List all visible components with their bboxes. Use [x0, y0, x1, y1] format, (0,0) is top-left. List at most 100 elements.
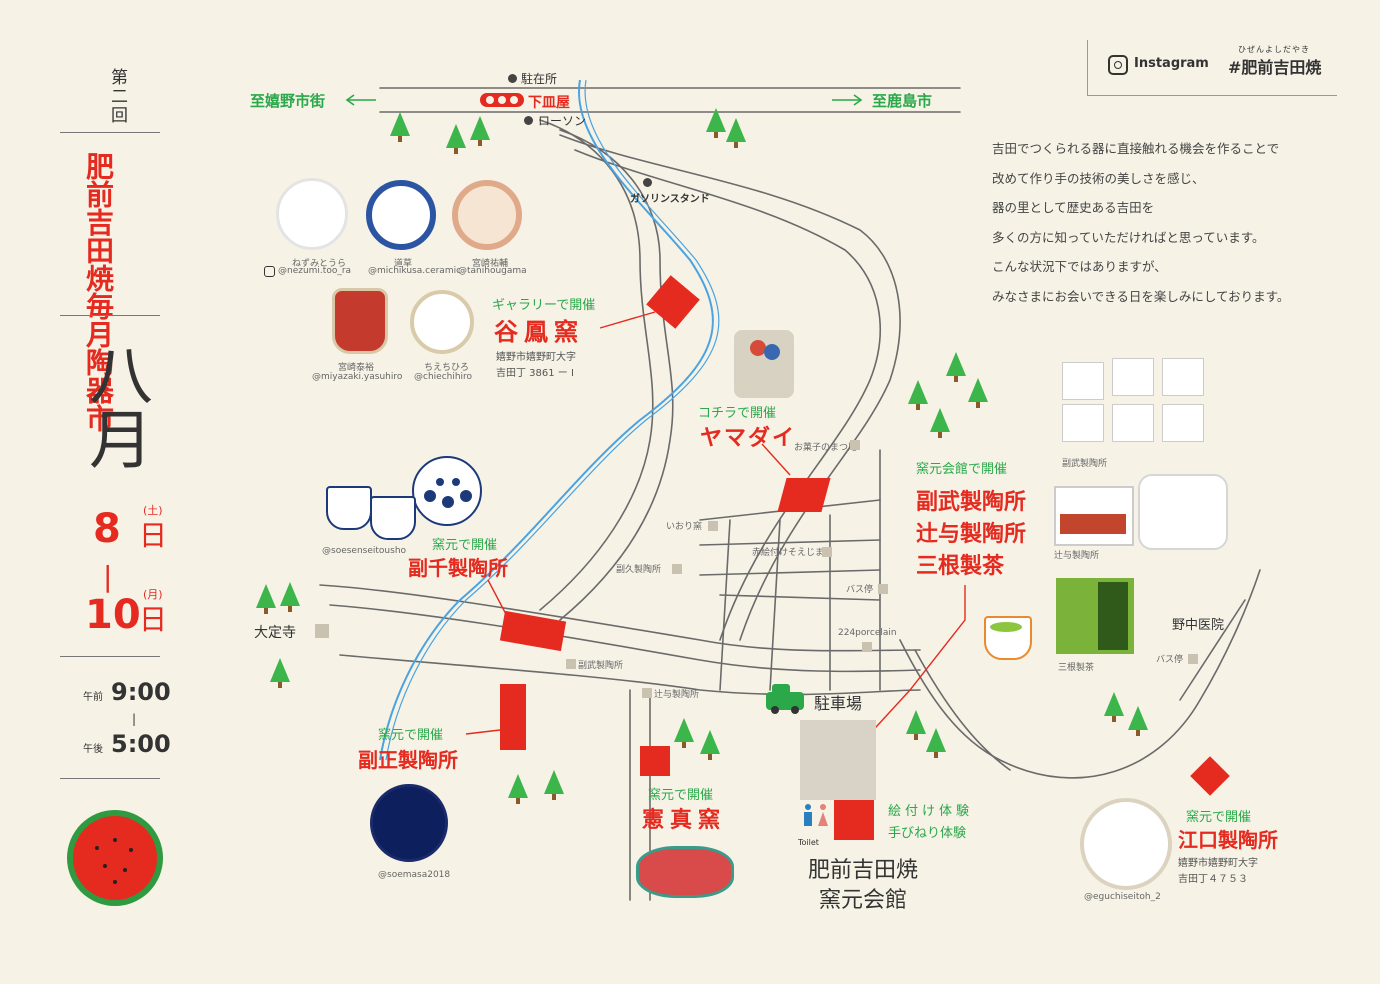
fukutake-marker	[566, 659, 576, 669]
okashi-label: お菓子のまつ尾	[794, 443, 858, 453]
day-start: 8	[93, 506, 121, 552]
event-title-line1: 肥前吉田焼	[82, 152, 115, 292]
kenshin-marker	[640, 746, 670, 776]
iori-marker	[708, 521, 718, 531]
workshop-line1: 絵付け体験	[888, 804, 974, 819]
teacup-image	[370, 496, 416, 540]
intro-text: 吉田でつくられる器に直接触れる機会を作ることで 改めて作り手の技術の美しさを感じ…	[992, 134, 1332, 311]
tanihou-address1: 嬉野市嬉野町大字	[496, 352, 576, 363]
tanihou-caption: ギャラリーで開催	[492, 298, 596, 313]
bus-stop-2-marker	[1188, 654, 1198, 664]
tsujiyo-marker	[642, 688, 652, 698]
traffic-light-icon	[480, 93, 524, 107]
tanihou-name: 谷鳳窯	[494, 318, 584, 346]
intro-line: 多くの方に知っていただければと思っています。	[992, 229, 1265, 245]
workshop-line2: 手びねり体験	[888, 826, 967, 841]
day-start-unit: 日	[139, 519, 168, 552]
photo-caption-tsujiyo: 辻与製陶所	[1054, 551, 1100, 561]
plate-eguchi-image	[1080, 798, 1172, 890]
figurines-fukutake-image	[1058, 358, 1208, 448]
artist-michikusa-name: 道草	[394, 259, 413, 269]
plate-kenshin-image	[636, 846, 734, 898]
divider	[60, 778, 160, 779]
hashtag-ruby: ひぜんよしだやき	[1238, 45, 1310, 54]
time-pm-prefix: 午後	[83, 744, 103, 755]
tree-icon	[908, 380, 928, 410]
tree-icon	[968, 378, 988, 408]
teacup-image	[326, 486, 372, 530]
daijoji-label: 大定寺	[254, 625, 296, 641]
time-start: 9:00	[111, 678, 171, 706]
intro-line: 器の里として歴史ある吉田を	[992, 200, 1155, 215]
day-end: 10	[85, 592, 141, 638]
artist-nezumi-handle: @nezumi.too_ra	[278, 266, 352, 276]
intro-line: みなさまにお会いできる日を楽しみにしております。	[992, 288, 1290, 304]
tree-icon	[508, 774, 528, 804]
tree-icon	[470, 116, 490, 146]
edition: 第二回	[107, 68, 127, 125]
kaikan-label: 肥前吉田焼 窯元会館	[788, 856, 938, 916]
eguchi-address1: 嬉野市嬉野町大字	[1178, 858, 1258, 869]
tree-icon	[544, 770, 564, 800]
to-kashima-label: 至鹿島市	[872, 92, 933, 110]
fukusen-name: 副千製陶所	[408, 556, 508, 580]
artist-michikusa-handle: @michikusa.ceramic	[368, 266, 462, 276]
bowl-tanihou-image	[452, 180, 522, 250]
gas-station-label: ガソリンスタンド	[630, 194, 710, 205]
plate-nezumi-image	[276, 178, 348, 250]
kenshin-name: 憲真窯	[642, 808, 727, 833]
tree-icon	[674, 718, 694, 748]
artist-tanihou-name: 宮崎祐輔	[472, 259, 509, 269]
divider	[60, 656, 160, 657]
iori-label: いおり窯	[666, 522, 703, 532]
tree-icon	[280, 582, 300, 612]
fukumasa-marker	[500, 684, 526, 750]
instagram-label: Instagram	[1134, 56, 1209, 71]
artist-nezumi-name: ねずみとうら	[292, 259, 347, 269]
okashi-marker	[850, 440, 860, 450]
kaikan-venue-3: 三根製茶	[916, 554, 1005, 579]
toilet-label: Toilet	[798, 838, 819, 847]
event-month: 八月	[78, 342, 152, 470]
day-end-unit: 日	[139, 603, 168, 636]
day-start-weekday: (土)	[143, 504, 163, 517]
bus-stop-1-marker	[878, 584, 888, 594]
date-dash: |	[103, 560, 113, 593]
kaikan-caption: 窯元会館で開催	[916, 462, 1008, 477]
tree-icon	[726, 118, 746, 148]
nonaka-clinic-label: 野中医院	[1172, 618, 1225, 633]
photo-caption-fukutake: 副武製陶所	[1062, 459, 1108, 469]
artist-chiechi-handle: @chiechihiro	[414, 372, 473, 382]
p224-label: 224porcelain	[838, 628, 897, 638]
intro-line: 改めて作り手の技術の美しさを感じ、	[992, 170, 1205, 186]
akaetsuke-marker	[822, 547, 832, 557]
bus-stop-1-label: バス停	[846, 585, 874, 595]
bag-yamadai-image	[734, 330, 794, 398]
artist-tanihou-handle: @tanihougama	[458, 266, 527, 276]
social-divider	[1087, 40, 1088, 95]
fukuhisa-marker	[672, 564, 682, 574]
lawson-icon	[524, 116, 533, 125]
lawson-label: ローソン	[538, 114, 587, 128]
bus-stop-2-label: バス停	[1156, 655, 1184, 665]
kaikan-marker	[834, 800, 874, 840]
plate-soemasa-image	[370, 784, 448, 862]
car-icon	[766, 684, 804, 714]
divider	[60, 315, 160, 316]
intro-line: こんな状況下ではありますが、	[992, 259, 1167, 274]
tree-icon	[906, 710, 926, 740]
toilet-male-icon	[804, 804, 812, 826]
fukumasa-name: 副正製陶所	[358, 748, 458, 772]
shimosaraya-label: 下皿屋	[528, 95, 570, 111]
soemasa-handle: @soemasa2018	[378, 870, 451, 880]
tree-icon	[706, 108, 726, 138]
watermelon-icon	[67, 810, 163, 906]
kaikan-venue-1: 副武製陶所	[916, 490, 1027, 515]
eguchi-address2: 吉田丁４７５３	[1178, 874, 1248, 885]
yamadai-name: ヤマダイ	[700, 426, 797, 451]
plate-tsujiyo-image	[1138, 474, 1228, 550]
time-am-prefix: 午前	[83, 692, 103, 703]
police-box-label: 駐在所	[521, 72, 558, 86]
time-dash: |	[132, 712, 137, 726]
photo-caption-mine: 三根製茶	[1058, 663, 1095, 673]
